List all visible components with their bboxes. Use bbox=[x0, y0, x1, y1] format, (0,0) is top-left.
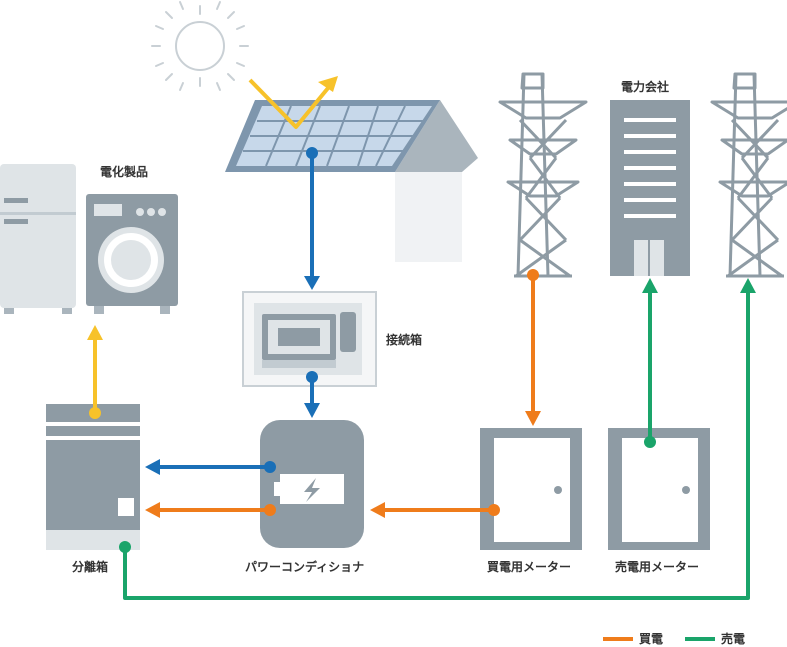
sun-icon bbox=[151, 1, 249, 91]
flow-buy-meter-to-conditioner bbox=[370, 502, 500, 518]
label-distribution-board: 分離箱 bbox=[72, 560, 109, 574]
transmission-tower-right-icon bbox=[710, 72, 787, 278]
legend-sell-swatch bbox=[685, 636, 715, 641]
refrigerator-icon bbox=[0, 164, 76, 314]
flow-conditioner-to-board-dc bbox=[145, 459, 276, 475]
flow-panel-to-junction bbox=[304, 147, 320, 290]
sunlight-ray bbox=[248, 76, 338, 129]
flow-board-to-grid-sell bbox=[119, 278, 756, 600]
label-power-company: 電力会社 bbox=[621, 80, 670, 94]
flow-junction-to-conditioner bbox=[304, 371, 320, 418]
power-company-building-icon bbox=[610, 100, 690, 276]
flow-grid-to-buy-meter bbox=[525, 269, 541, 426]
legend-buy-swatch bbox=[603, 636, 633, 641]
label-sell-meter: 売電用メーター bbox=[615, 560, 700, 574]
label-buy-meter: 買電用メーター bbox=[487, 560, 572, 574]
flow-board-to-appliances bbox=[87, 325, 103, 419]
transmission-tower-left-icon bbox=[498, 72, 588, 278]
power-conditioner-icon bbox=[260, 420, 364, 548]
house-icon bbox=[225, 100, 478, 262]
junction-box-icon bbox=[242, 291, 377, 387]
flow-sell-meter-to-company bbox=[642, 278, 658, 448]
washing-machine-icon bbox=[86, 194, 178, 314]
flow-conditioner-to-board-buy bbox=[145, 502, 276, 518]
legend-buy: 買電 bbox=[603, 630, 663, 647]
legend-sell-label: 売電 bbox=[721, 632, 746, 646]
legend-buy-label: 買電 bbox=[639, 632, 664, 646]
sell-meter-icon bbox=[608, 428, 710, 550]
label-appliances: 電化製品 bbox=[100, 165, 149, 179]
distribution-board-icon bbox=[46, 404, 140, 550]
label-power-conditioner: パワーコンディショナ bbox=[245, 560, 365, 574]
label-junction-box: 接続箱 bbox=[386, 333, 423, 347]
legend-sell: 売電 bbox=[685, 630, 745, 647]
buy-meter-icon bbox=[480, 428, 582, 550]
